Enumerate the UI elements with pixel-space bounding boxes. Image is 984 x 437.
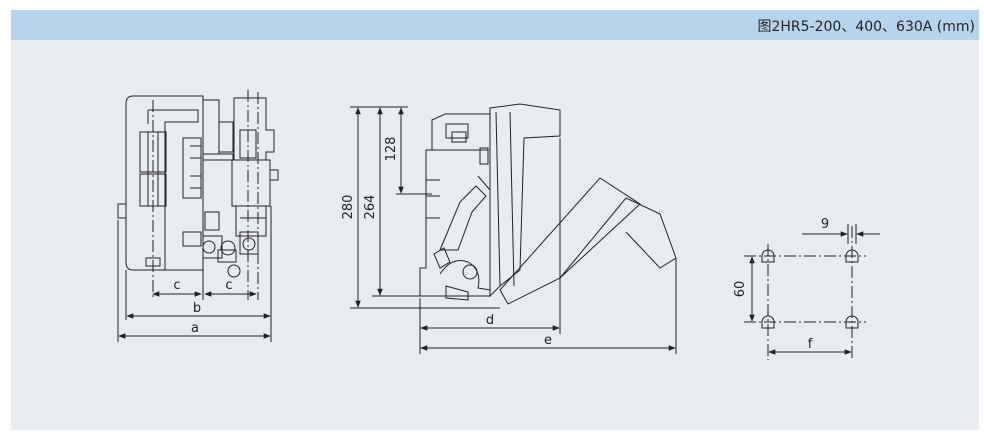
dim-label-60: 60 xyxy=(733,281,748,298)
dim-label-264: 264 xyxy=(363,195,378,220)
front-view xyxy=(117,90,279,342)
drawing-panel: 图2HR5-200、400、630A (mm) xyxy=(11,10,979,430)
dim-label-a: a xyxy=(191,321,199,336)
dim-label-e: e xyxy=(544,333,552,348)
dim-label-d: d xyxy=(486,313,494,328)
dim-label-b: b xyxy=(193,301,201,316)
dim-label-f: f xyxy=(808,337,813,352)
figure-caption: 图2HR5-200、400、630A (mm) xyxy=(757,19,975,35)
dim-label-128: 128 xyxy=(384,137,399,162)
dim-label-c-right: c xyxy=(225,278,232,293)
mounting-hole-pattern xyxy=(744,224,880,360)
dim-label-280: 280 xyxy=(341,195,356,220)
side-view xyxy=(350,103,677,354)
dim-label-9: 9 xyxy=(821,217,829,232)
header-bar: 图2HR5-200、400、630A (mm) xyxy=(11,10,979,40)
dim-label-c-left: c xyxy=(173,278,180,293)
